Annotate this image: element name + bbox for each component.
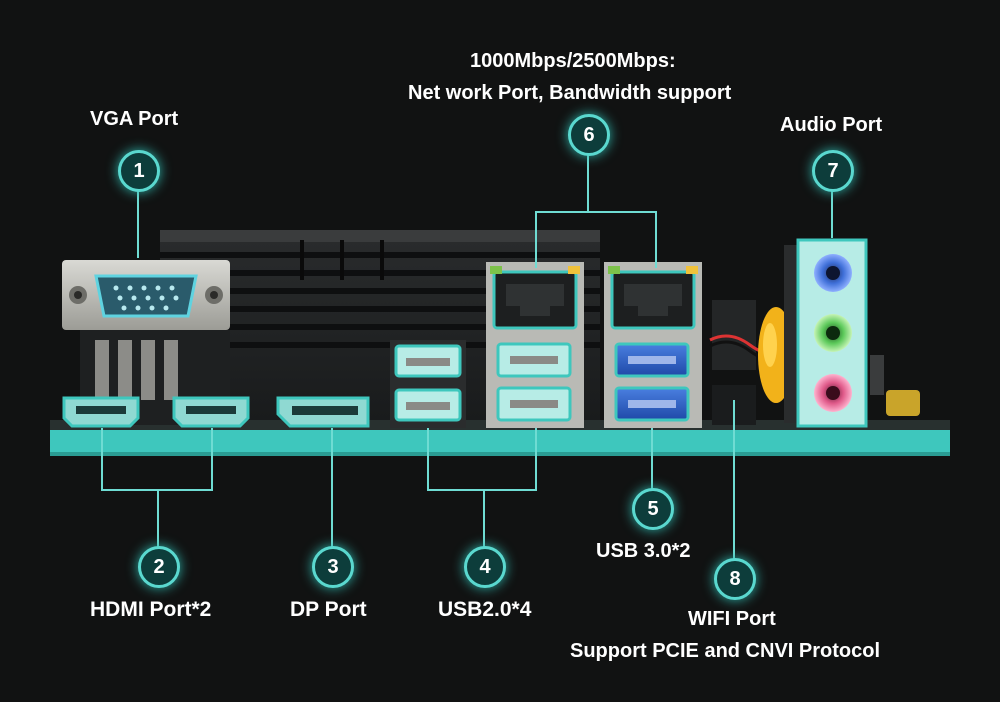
dp-port-label: DP Port — [290, 598, 367, 621]
lan-usb2-stack — [486, 262, 584, 428]
usb3-label: USB 3.0*2 — [596, 540, 691, 562]
callout-badge-2: 2 — [138, 546, 180, 588]
callout-badge-7: 7 — [812, 150, 854, 192]
usb2-label: USB2.0*4 — [438, 598, 532, 621]
displayport — [276, 396, 370, 428]
vga-port-label: VGA Port — [90, 108, 179, 130]
network-port-label-line2: Net work Port, Bandwidth support — [408, 82, 732, 104]
callout-badge-5: 5 — [632, 488, 674, 530]
callout-badge-3: 3 — [312, 546, 354, 588]
usb2-left-stack — [390, 340, 466, 428]
wifi-port-label-line2: Support PCIE and CNVI Protocol — [570, 640, 881, 662]
wifi-port-label-line1: WIFI Port — [688, 608, 776, 630]
audio-jack-stack — [784, 238, 920, 428]
callout-badge-6: 6 — [568, 114, 610, 156]
callout-lines — [101, 150, 833, 562]
network-port-label-line1: 1000Mbps/2500Mbps: — [470, 50, 676, 72]
audio-port-label: Audio Port — [780, 114, 883, 136]
callout-badge-8: 8 — [714, 558, 756, 600]
hdmi-ports — [62, 396, 250, 428]
wifi-module-area — [709, 300, 794, 425]
callout-badge-1: 1 — [118, 150, 160, 192]
callout-badge-4: 4 — [464, 546, 506, 588]
hdmi-port-label: HDMI Port*2 — [90, 598, 212, 621]
lan-usb3-stack — [604, 262, 702, 428]
